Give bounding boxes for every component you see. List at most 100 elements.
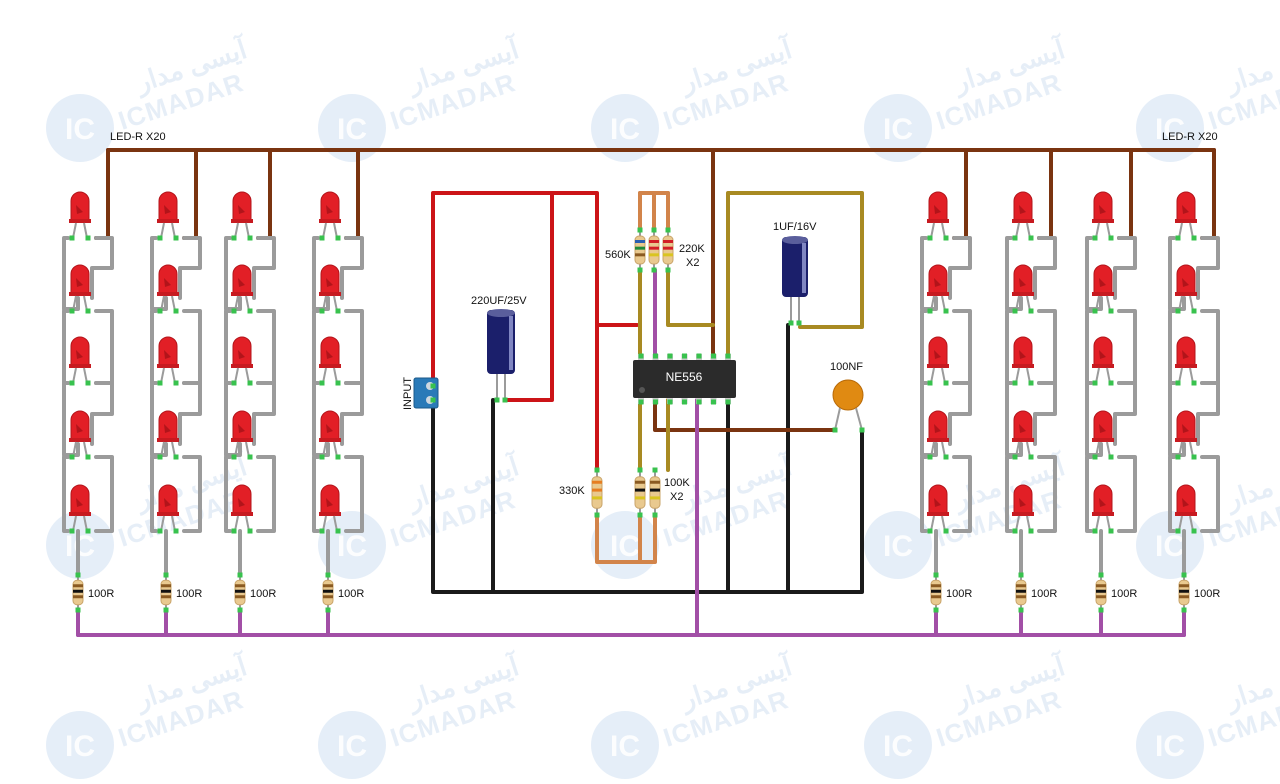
watermark-logo-text: IC <box>337 113 367 146</box>
resistor-band <box>592 488 602 492</box>
pin-pad <box>667 353 673 359</box>
led-rim <box>69 292 91 296</box>
led-icon <box>70 484 90 515</box>
led-die <box>326 424 333 433</box>
pin-pad <box>173 454 179 460</box>
pin-pad <box>1175 235 1181 241</box>
led <box>319 191 341 241</box>
pin-pad <box>335 528 341 534</box>
led-series-wire <box>340 381 364 446</box>
watermark-logo-icon <box>318 511 386 579</box>
led <box>69 336 91 386</box>
led-series-wire <box>94 455 114 533</box>
res-100r-label: 100R <box>250 588 276 600</box>
resistor-body <box>649 476 661 509</box>
resistor-body <box>634 476 646 509</box>
pin-pad <box>696 353 702 359</box>
led-series-wire <box>90 236 114 300</box>
resistor-560k <box>634 227 646 273</box>
led <box>319 484 341 534</box>
pin-pad <box>231 235 237 241</box>
pin-pad <box>638 399 644 405</box>
pin-pad <box>682 353 687 359</box>
led-series-wire <box>1117 455 1137 533</box>
resistor-100r <box>930 572 942 613</box>
led <box>1012 484 1034 534</box>
led-die <box>934 424 941 433</box>
resistor-band <box>635 253 645 257</box>
led <box>157 484 179 534</box>
led-icon <box>928 264 948 295</box>
led-icon <box>1013 264 1033 295</box>
led-series-wire <box>1085 455 1093 533</box>
watermark-logo-icon <box>591 711 659 779</box>
led-rim <box>231 512 253 516</box>
resistor-band <box>161 595 171 599</box>
led-icon <box>928 191 948 222</box>
pin-pad <box>1108 308 1114 314</box>
led-icon <box>1093 191 1113 222</box>
led-series-wire <box>1005 309 1013 385</box>
pin-pad <box>1018 572 1024 578</box>
resistor-band <box>1179 589 1189 593</box>
led-rim <box>1012 219 1034 223</box>
watermark-logo-text: IC <box>337 530 367 563</box>
red-supply-wire <box>431 191 639 387</box>
input-label: INPUT <box>402 377 414 410</box>
led-series-wire <box>256 309 276 385</box>
pin-pad <box>157 454 163 460</box>
pin-pad <box>247 454 253 460</box>
watermark-logo-icon <box>864 711 932 779</box>
watermark-logo-icon <box>864 511 932 579</box>
led-series-wire <box>1196 381 1220 446</box>
led-icon <box>232 336 252 367</box>
pin-pad <box>1191 308 1197 314</box>
led-rim <box>319 438 341 442</box>
led <box>1092 336 1114 386</box>
resistor-100k <box>634 467 646 518</box>
pin-pad <box>1018 607 1024 613</box>
led-rim <box>1012 364 1034 368</box>
pin-pad <box>335 308 341 314</box>
led-rim <box>69 438 91 442</box>
resistor-band <box>931 589 941 593</box>
led-icon <box>232 484 252 515</box>
watermark-logo-text: IC <box>610 530 640 563</box>
res-220k-label: 220K <box>679 243 705 255</box>
pin-pad <box>667 399 673 405</box>
led-rim <box>1175 512 1197 516</box>
resistor-band <box>635 496 645 500</box>
led-rim <box>1092 292 1114 296</box>
pin-pad <box>157 380 163 386</box>
led-die <box>1182 350 1189 359</box>
pin-pad <box>665 227 671 233</box>
led-rim <box>69 512 91 516</box>
led-die <box>238 350 245 359</box>
cap-leg <box>855 407 863 431</box>
led-die <box>934 205 941 214</box>
pin-pad <box>335 454 341 460</box>
led <box>69 484 91 534</box>
led-supply-wire <box>94 148 110 240</box>
pin-pad <box>943 235 949 241</box>
pin-pad <box>319 308 325 314</box>
pin-pad <box>319 454 325 460</box>
led-series-wire <box>62 309 70 385</box>
pin-pad <box>1191 380 1197 386</box>
led-icon <box>70 264 90 295</box>
pin-pad <box>943 308 949 314</box>
led <box>1012 410 1034 460</box>
led-rim <box>1092 364 1114 368</box>
pin-pad <box>75 572 81 578</box>
led-die <box>326 498 333 507</box>
led-die <box>1099 205 1106 214</box>
cap-stripe <box>509 316 513 370</box>
led-die <box>164 424 171 433</box>
pin-pad <box>157 235 163 241</box>
led-rim <box>157 438 179 442</box>
led-icon <box>1176 484 1196 515</box>
pin-pad <box>1181 607 1187 613</box>
led-series-wire <box>340 236 364 300</box>
